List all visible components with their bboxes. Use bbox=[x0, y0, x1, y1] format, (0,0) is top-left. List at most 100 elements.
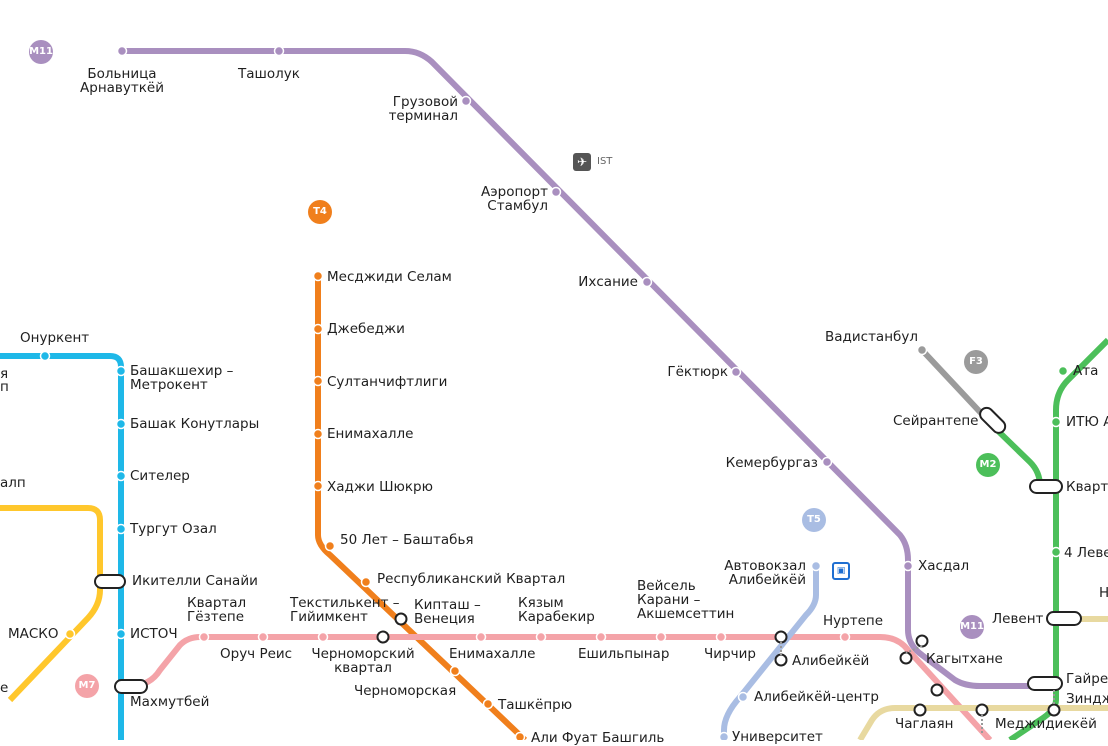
line-badge-t5[interactable]: T5 bbox=[802, 508, 826, 532]
station-label[interactable]: Башак Конутлары bbox=[130, 416, 260, 432]
bus-station-icon[interactable]: ▣ bbox=[832, 562, 850, 580]
line-badge-m11[interactable]: M11 bbox=[960, 615, 984, 639]
station-label[interactable]: Автовокзал Алибейкёй bbox=[724, 558, 806, 588]
station-dot[interactable] bbox=[116, 45, 128, 57]
interchange-dot[interactable] bbox=[376, 630, 390, 644]
station-label[interactable]: Кязым Карабекир bbox=[518, 595, 595, 625]
station-dot[interactable] bbox=[449, 665, 461, 677]
station-dot[interactable] bbox=[115, 470, 127, 482]
station-label[interactable]: Вадистанбул bbox=[825, 329, 918, 345]
station-label[interactable]: Квартал Гёзтепе bbox=[187, 595, 247, 625]
station-label[interactable]: Али Фуат Башгиль bbox=[531, 730, 665, 746]
station-label[interactable]: Левент bbox=[992, 611, 1044, 627]
station-label[interactable]: ИСТОЧ bbox=[130, 626, 178, 642]
station-label[interactable]: Грузовой терминал bbox=[388, 94, 458, 124]
station-label[interactable]: Енимахалле bbox=[449, 646, 536, 662]
station-dot[interactable] bbox=[916, 344, 928, 356]
line-badge-m11[interactable]: M11 bbox=[29, 40, 53, 64]
station-dot[interactable] bbox=[730, 366, 742, 378]
station-dot[interactable] bbox=[715, 631, 727, 643]
station-label[interactable]: 4 Леве bbox=[1064, 545, 1108, 561]
station-dot[interactable] bbox=[460, 95, 472, 107]
station-dot[interactable] bbox=[312, 428, 324, 440]
station-dot[interactable] bbox=[115, 523, 127, 535]
station-dot[interactable] bbox=[737, 691, 749, 703]
station-label[interactable]: Джебеджи bbox=[327, 321, 405, 337]
interchange-pill[interactable] bbox=[1029, 479, 1063, 494]
station-label[interactable]: Аэропорт Стамбул bbox=[481, 184, 548, 214]
station-dot[interactable] bbox=[39, 350, 51, 362]
station-label[interactable]: Кварт bbox=[1066, 479, 1108, 495]
station-label[interactable]: 50 Лет – Баштабья bbox=[340, 532, 474, 548]
station-dot[interactable] bbox=[475, 631, 487, 643]
station-label[interactable]: Кемербургаз bbox=[725, 455, 818, 471]
station-label[interactable]: Махмутбей bbox=[130, 694, 210, 710]
station-label[interactable]: Сителер bbox=[130, 468, 190, 484]
station-dot[interactable] bbox=[198, 631, 210, 643]
station-label[interactable]: Енимахалле bbox=[327, 426, 414, 442]
interchange-pill[interactable] bbox=[1027, 676, 1063, 691]
station-dot[interactable] bbox=[535, 631, 547, 643]
station-label[interactable]: Онуркент bbox=[20, 330, 90, 346]
interchange-dot[interactable] bbox=[915, 634, 929, 648]
station-dot[interactable] bbox=[902, 560, 914, 572]
station-label[interactable]: МАСКО bbox=[8, 626, 59, 642]
station-dot[interactable] bbox=[312, 480, 324, 492]
station-label[interactable]: Ташолук bbox=[238, 66, 300, 82]
station-label[interactable]: Ташкёпрю bbox=[498, 697, 573, 713]
station-label[interactable]: Университет bbox=[732, 729, 823, 745]
station-label[interactable]: Хасдал bbox=[918, 558, 970, 574]
interchange-dot[interactable] bbox=[899, 651, 913, 665]
station-label[interactable]: Кагытхане bbox=[926, 651, 1003, 667]
station-label[interactable]: Алибейкёй-центр bbox=[754, 689, 879, 705]
station-label[interactable]: Больница Арнавуткёй bbox=[80, 66, 164, 96]
station-dot[interactable] bbox=[312, 270, 324, 282]
line-badge-m2[interactable]: M2 bbox=[976, 453, 1000, 477]
interchange-dot[interactable] bbox=[774, 653, 788, 667]
line-badge-t4[interactable]: T4 bbox=[308, 200, 332, 224]
station-label[interactable]: Текстилькент – Гийимкент bbox=[290, 595, 400, 625]
station-label[interactable]: Султанчифтлиги bbox=[327, 374, 448, 390]
airplane-icon[interactable]: ✈ bbox=[573, 153, 591, 171]
station-label[interactable]: Чаглаян bbox=[895, 716, 954, 732]
station-dot[interactable] bbox=[514, 731, 526, 741]
station-dot[interactable] bbox=[312, 323, 324, 335]
station-label[interactable]: Тургут Озал bbox=[130, 521, 217, 537]
station-label[interactable]: Гёктюрк bbox=[667, 364, 728, 380]
station-label[interactable]: Республиканский Квартал bbox=[377, 571, 566, 587]
station-dot[interactable] bbox=[64, 628, 76, 640]
line-badge-m7[interactable]: M7 bbox=[75, 674, 99, 698]
station-label[interactable]: ИТЮ А bbox=[1066, 414, 1108, 430]
station-label[interactable]: Нуртепе bbox=[823, 613, 884, 629]
interchange-dot[interactable] bbox=[1047, 703, 1061, 717]
station-dot[interactable] bbox=[312, 375, 324, 387]
interchange-dot[interactable] bbox=[774, 630, 788, 644]
station-label[interactable]: Икителли Санайи bbox=[132, 573, 258, 589]
station-label[interactable]: Алибейкёй bbox=[792, 653, 870, 669]
station-label[interactable]: Месджиди Селам bbox=[327, 269, 452, 285]
station-label[interactable]: Меджидиекёй bbox=[995, 716, 1097, 732]
station-dot[interactable] bbox=[655, 631, 667, 643]
station-dot[interactable] bbox=[839, 631, 851, 643]
station-dot[interactable] bbox=[257, 631, 269, 643]
station-dot[interactable] bbox=[1050, 546, 1062, 558]
station-label[interactable]: Хаджи Шюкрю bbox=[327, 479, 433, 495]
interchange-dot[interactable] bbox=[975, 703, 989, 717]
station-dot[interactable] bbox=[595, 631, 607, 643]
line-badge-f3[interactable]: F3 bbox=[964, 350, 988, 374]
interchange-pill[interactable] bbox=[94, 574, 126, 589]
station-dot[interactable] bbox=[1057, 365, 1069, 377]
station-label[interactable]: Сейрантепе bbox=[893, 413, 979, 429]
station-label[interactable]: Ихсание bbox=[578, 274, 638, 290]
station-label[interactable]: Чирчир bbox=[704, 646, 756, 662]
station-label[interactable]: Кипташ – Венеция bbox=[414, 597, 481, 627]
station-label[interactable]: Оруч Реис bbox=[220, 646, 293, 662]
station-label[interactable]: Вейсель Карани – Акшемсеттин bbox=[637, 578, 735, 622]
interchange-pill[interactable] bbox=[1046, 611, 1082, 626]
station-label[interactable]: Башакшехир – Метрокент bbox=[130, 363, 234, 393]
station-dot[interactable] bbox=[360, 576, 372, 588]
station-dot[interactable] bbox=[115, 418, 127, 430]
station-label[interactable]: Черноморская bbox=[354, 683, 457, 699]
station-label[interactable]: Гайрет bbox=[1066, 671, 1108, 687]
station-dot[interactable] bbox=[550, 186, 562, 198]
